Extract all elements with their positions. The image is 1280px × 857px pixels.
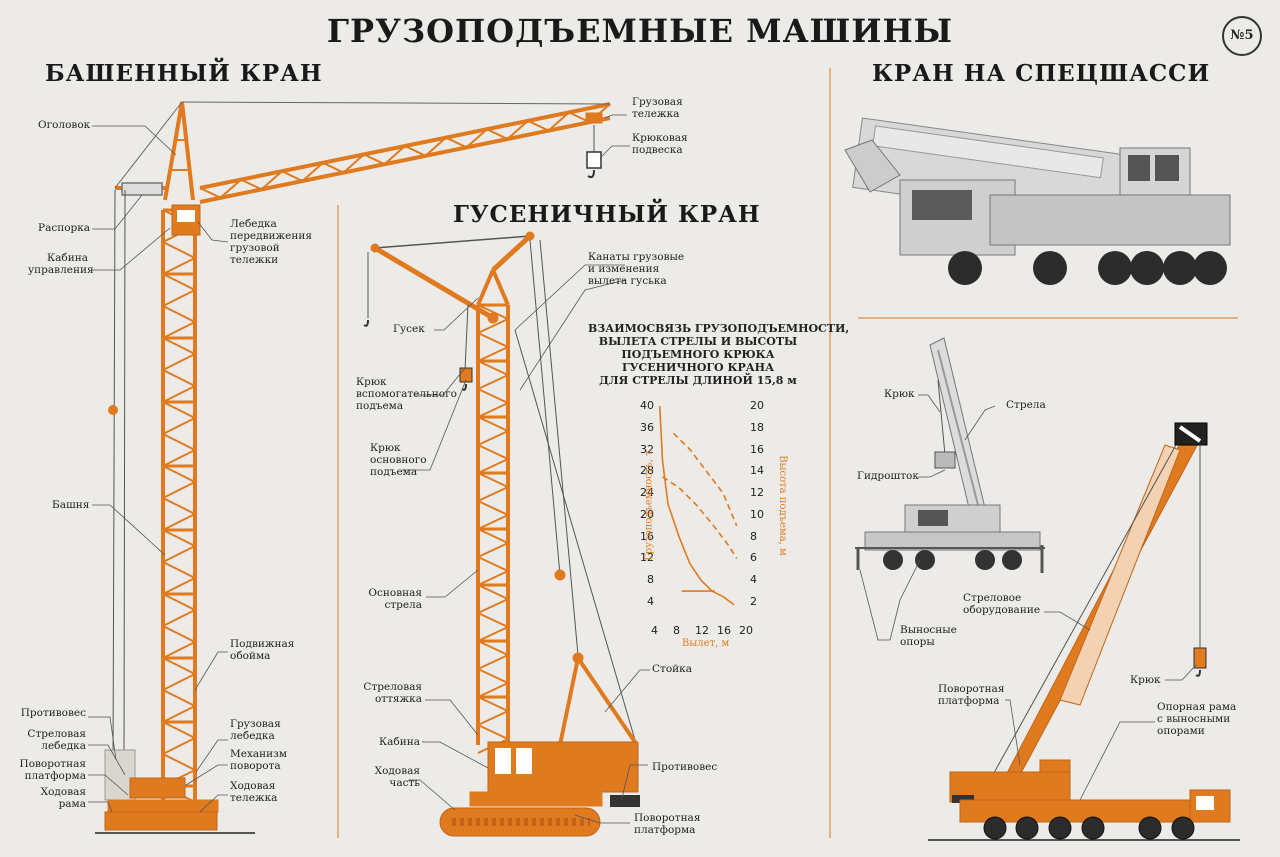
label-kryuk-top: Крюк — [884, 388, 915, 400]
label-podv-oboima: Подвижная обойма — [230, 638, 295, 662]
label-kryuk-podveska: Крюковая подвеска — [632, 132, 688, 156]
label-bashnya: Башня — [52, 499, 90, 511]
y-left-tick-label: 4 — [647, 595, 654, 608]
y-left-axis-label: Грузоподъемность, т — [643, 450, 655, 561]
label-strel-lebedka: Стреловая лебедка — [27, 728, 86, 752]
y-left-tick-label: 16 — [640, 529, 654, 543]
y-right-axis-label: Высота подъема, м — [776, 455, 788, 556]
y-left-tick-label: 32 — [640, 442, 654, 456]
poster-title: ГРУЗОПОДЪЕМНЫЕ МАШИНЫ — [326, 12, 954, 50]
label-protivoves-tower: Противовес — [20, 707, 86, 719]
x-axis-label: Вылет, м — [682, 638, 730, 649]
label-protivoves-crawler: Противовес — [652, 761, 718, 773]
label-kabina-crawler: Кабина — [379, 736, 420, 748]
crawler-crane — [363, 231, 640, 837]
label-hodovaya-rama: Ходовая рама — [40, 786, 86, 810]
y-right-tick-label: 8 — [750, 529, 757, 543]
label-kryuk-osn: Крюк основного подъема — [370, 442, 427, 478]
label-kabina: Кабина управления — [28, 252, 94, 276]
y-right-tick-label: 4 — [750, 573, 757, 587]
label-hod-chast: Ходовая часть — [374, 765, 420, 789]
tower-crane — [95, 101, 611, 834]
x-tick-label: 8 — [673, 624, 680, 637]
y-left-tick-label: 8 — [647, 573, 654, 587]
label-osn-strela: Основная стрела — [368, 587, 422, 611]
crawler-crane-title: ГУСЕНИЧНЫЙ КРАН — [453, 201, 761, 228]
label-kanaty: Канаты грузовые и изменения вылета гуськ… — [588, 251, 685, 287]
label-povorot-platforma-tower: Поворотная платформа — [19, 758, 86, 782]
label-kryuk-bottom: Крюк — [1130, 674, 1161, 686]
y-right-tick-label: 10 — [750, 507, 764, 521]
label-povorot-platforma-crawler: Поворотная платформа — [634, 812, 701, 836]
leader-lines — [88, 114, 1197, 824]
chart-plot — [658, 405, 738, 606]
special-crane-orange — [928, 422, 1240, 841]
chart — [658, 405, 738, 606]
special-crane-title: КРАН НА СПЕЦШАССИ — [872, 60, 1211, 87]
label-strel-oborud: Стреловое оборудование — [963, 592, 1041, 616]
label-rasporka: Распорка — [38, 222, 91, 234]
label-vynosnye: Выносные опоры — [900, 624, 957, 648]
y-right-tick-label: 18 — [750, 420, 764, 434]
label-lebedka-peredv: Лебедка передвижения грузовой тележки — [230, 218, 313, 266]
y-right-tick-label: 20 — [750, 399, 764, 412]
chart-series-2 — [662, 476, 738, 559]
label-kryuk-vspom: Крюк вспомогательного подъема — [356, 376, 457, 412]
y-right-tick-label: 2 — [750, 595, 757, 608]
chart-title: ВЗАИМОСВЯЗЬ ГРУЗОПОДЪЕМНОСТИ, ВЫЛЕТА СТР… — [588, 322, 850, 387]
y-right-tick-label: 14 — [750, 464, 764, 478]
label-opornaya-rama: Опорная рама с выносными опорами — [1157, 701, 1237, 737]
chart-series-3 — [672, 432, 738, 527]
label-ogolovok: Оголовок — [38, 119, 91, 131]
x-tick-label: 4 — [651, 624, 658, 637]
chart-series-1 — [658, 405, 735, 606]
y-right-tick-label: 16 — [750, 442, 764, 456]
label-strela: Стрела — [1006, 399, 1046, 411]
label-gusek: Гусек — [393, 323, 425, 335]
label-gruz-telezhka: Грузовая тележка — [632, 96, 683, 120]
special-crane-photo — [844, 117, 1231, 285]
x-tick-label: 16 — [717, 624, 731, 637]
y-left-tick-label: 28 — [640, 464, 654, 478]
y-right-tick-label: 12 — [750, 486, 764, 500]
y-left-tick-label: 24 — [640, 486, 654, 500]
x-tick-label: 20 — [739, 624, 753, 637]
label-hod-telezhka: Ходовая тележка — [230, 780, 278, 804]
label-povorot-platforma-special: Поворотная платформа — [938, 683, 1005, 707]
y-left-tick-label: 20 — [640, 507, 654, 521]
special-crane-photo-2 — [855, 337, 1045, 573]
label-gidroshtok: Гидрошток — [857, 470, 919, 482]
y-left-tick-label: 36 — [640, 420, 654, 434]
label-stoika: Стойка — [652, 663, 692, 675]
y-left-tick-label: 12 — [640, 551, 654, 565]
label-strel-ottyazhka: Стреловая оттяжка — [363, 681, 422, 705]
tower-crane-title: БАШЕННЫЙ КРАН — [45, 60, 323, 87]
y-right-tick-label: 6 — [750, 551, 757, 565]
y-left-tick-label: 40 — [640, 399, 654, 412]
label-gruz-lebedka: Грузовая лебедка — [230, 718, 281, 742]
poster-number: №5 — [1222, 16, 1262, 56]
x-tick-label: 12 — [695, 624, 709, 637]
label-mekh-povorota: Механизм поворота — [230, 748, 288, 772]
